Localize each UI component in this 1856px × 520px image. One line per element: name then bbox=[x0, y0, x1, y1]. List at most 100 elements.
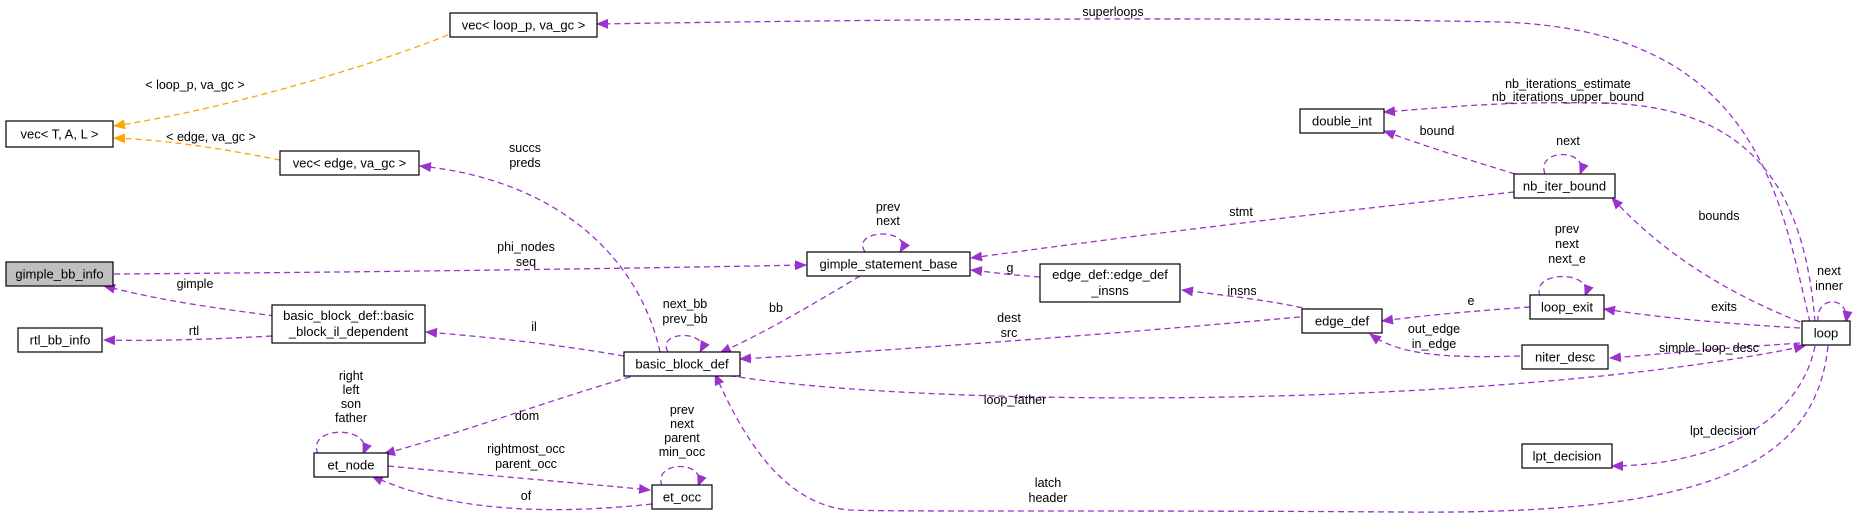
edge-g bbox=[970, 266, 1041, 278]
label-le-next-e: next_e bbox=[1548, 252, 1586, 266]
edge-rtl bbox=[103, 335, 273, 346]
label-lpt-decision: lpt_decision bbox=[1690, 424, 1756, 438]
label-loop-next: next bbox=[1817, 264, 1841, 278]
node-gimple-statement-base[interactable]: gimple_statement_base bbox=[806, 251, 971, 277]
node-vec-edge[interactable]: vec< edge, va_gc > bbox=[279, 150, 420, 176]
label-gimple: gimple bbox=[177, 277, 214, 291]
node-lpt-decision[interactable]: lpt_decision bbox=[1521, 443, 1613, 469]
label-seq: seq bbox=[516, 255, 536, 269]
svg-text:vec< T, A, L >: vec< T, A, L > bbox=[20, 127, 98, 142]
node-edge-def-insns[interactable]: edge_def::edge_def _insns bbox=[1039, 263, 1181, 303]
edge-loop-father bbox=[709, 343, 1806, 399]
svg-text:loop: loop bbox=[1814, 326, 1839, 341]
label-latch: latch bbox=[1035, 476, 1061, 490]
label-il: il bbox=[531, 320, 537, 334]
edge-vec-loop-p-to-vec-tal bbox=[113, 34, 449, 130]
label-le-next: next bbox=[1555, 237, 1579, 251]
edge-labels: superloops < loop_p, va_gc > < edge, va_… bbox=[145, 5, 1843, 505]
node-gimple-bb-info[interactable]: gimple_bb_info bbox=[5, 261, 114, 287]
label-et-son: son bbox=[341, 397, 361, 411]
svg-text:gimple_statement_base: gimple_statement_base bbox=[819, 257, 957, 272]
node-double-int[interactable]: double_int bbox=[1299, 108, 1385, 134]
node-loop[interactable]: loop bbox=[1801, 320, 1851, 346]
svg-text:vec< edge, va_gc >: vec< edge, va_gc > bbox=[293, 156, 406, 171]
edge-e bbox=[1381, 306, 1531, 325]
edge-nb-iterations bbox=[1383, 102, 1816, 323]
edge-succs-preds bbox=[419, 162, 661, 353]
label-g: g bbox=[1007, 261, 1014, 275]
label-loop-father: loop_father bbox=[984, 393, 1047, 407]
label-src: src bbox=[1001, 326, 1018, 340]
label-stmt-next: next bbox=[876, 214, 900, 228]
nodes: vec< loop_p, va_gc > vec< T, A, L > vec<… bbox=[5, 12, 1851, 510]
label-et-left: left bbox=[343, 383, 360, 397]
svg-text:et_node: et_node bbox=[328, 458, 375, 473]
edge-rightmost-parent-occ bbox=[387, 465, 651, 494]
node-vec-tal[interactable]: vec< T, A, L > bbox=[5, 120, 114, 148]
label-superloops: superloops bbox=[1082, 5, 1143, 19]
edge-et-occ-self bbox=[660, 466, 707, 487]
label-rtl: rtl bbox=[189, 324, 199, 338]
edge-phi-nodes-seq bbox=[113, 260, 807, 275]
label-header: header bbox=[1029, 491, 1068, 505]
svg-text:niter_desc: niter_desc bbox=[1535, 350, 1595, 365]
edge-bounds bbox=[1611, 197, 1801, 323]
node-basic-block-def[interactable]: basic_block_def bbox=[623, 351, 741, 377]
edge-latch-header bbox=[714, 345, 1829, 513]
edge-stmt bbox=[970, 191, 1515, 262]
edge-vec-edge-to-vec-tal bbox=[113, 133, 281, 161]
node-vec-loop-p[interactable]: vec< loop_p, va_gc > bbox=[449, 12, 598, 38]
edge-out-in-edge bbox=[1369, 333, 1521, 358]
label-nb-iterations-estimate: nb_iterations_estimate bbox=[1505, 77, 1631, 91]
svg-text:edge_def: edge_def bbox=[1315, 314, 1370, 329]
edge-dom bbox=[383, 373, 641, 456]
label-occ-parent: parent bbox=[664, 431, 700, 445]
edge-bound bbox=[1383, 130, 1516, 175]
label-dest: dest bbox=[997, 311, 1021, 325]
node-et-node[interactable]: et_node bbox=[313, 452, 389, 478]
svg-text:lpt_decision: lpt_decision bbox=[1533, 449, 1602, 464]
node-bb-il-dependent[interactable]: basic_block_def::basic _block_il_depende… bbox=[271, 304, 426, 344]
label-loop-p-va-gc: < loop_p, va_gc > bbox=[145, 78, 244, 92]
edge-of bbox=[371, 475, 653, 511]
node-loop-exit[interactable]: loop_exit bbox=[1529, 294, 1605, 320]
edge-simple-loop-desc bbox=[1609, 342, 1801, 363]
label-phi-nodes: phi_nodes bbox=[497, 240, 555, 254]
label-parent-occ: parent_occ bbox=[495, 457, 557, 471]
node-rtl-bb-info[interactable]: rtl_bb_info bbox=[17, 327, 103, 353]
label-bound: bound bbox=[1420, 124, 1455, 138]
node-et-occ[interactable]: et_occ bbox=[651, 484, 713, 510]
label-bounds: bounds bbox=[1698, 209, 1739, 223]
label-in-edge: in_edge bbox=[1412, 337, 1457, 351]
label-bb: bb bbox=[769, 301, 783, 315]
edge-superloops bbox=[596, 18, 1811, 323]
svg-text:basic_block_def: basic_block_def bbox=[635, 357, 729, 372]
label-next-bb: next_bb bbox=[663, 297, 708, 311]
svg-text:gimple_bb_info: gimple_bb_info bbox=[15, 267, 103, 282]
edge-dest-src bbox=[739, 316, 1301, 364]
label-succs: succs bbox=[509, 141, 541, 155]
label-et-father: father bbox=[335, 411, 367, 425]
label-loop-inner: inner bbox=[1815, 279, 1843, 293]
svg-text:edge_def::edge_def: edge_def::edge_def bbox=[1052, 267, 1168, 282]
edge-il bbox=[425, 327, 625, 357]
label-nib-next: next bbox=[1556, 134, 1580, 148]
node-niter-desc[interactable]: niter_desc bbox=[1521, 344, 1609, 370]
svg-text:basic_block_def::basic: basic_block_def::basic bbox=[283, 308, 414, 323]
edge-loop-self bbox=[1817, 301, 1853, 323]
label-occ-next: next bbox=[670, 417, 694, 431]
label-stmt: stmt bbox=[1229, 205, 1253, 219]
edge-le-self bbox=[1538, 276, 1594, 297]
edge-nib-self-next bbox=[1543, 154, 1589, 175]
node-edge-def[interactable]: edge_def bbox=[1301, 308, 1383, 334]
node-nb-iter-bound[interactable]: nb_iter_bound bbox=[1513, 173, 1616, 199]
edge-insns bbox=[1181, 286, 1313, 311]
edge-lpt-decision bbox=[1611, 345, 1816, 471]
edge-exits bbox=[1603, 305, 1801, 329]
label-exits: exits bbox=[1711, 300, 1737, 314]
label-stmt-prev: prev bbox=[876, 200, 901, 214]
label-edge-va-gc: < edge, va_gc > bbox=[166, 130, 256, 144]
label-rightmost-occ: rightmost_occ bbox=[487, 442, 565, 456]
label-e: e bbox=[1468, 294, 1475, 308]
edge-bbd-self bbox=[665, 334, 710, 353]
